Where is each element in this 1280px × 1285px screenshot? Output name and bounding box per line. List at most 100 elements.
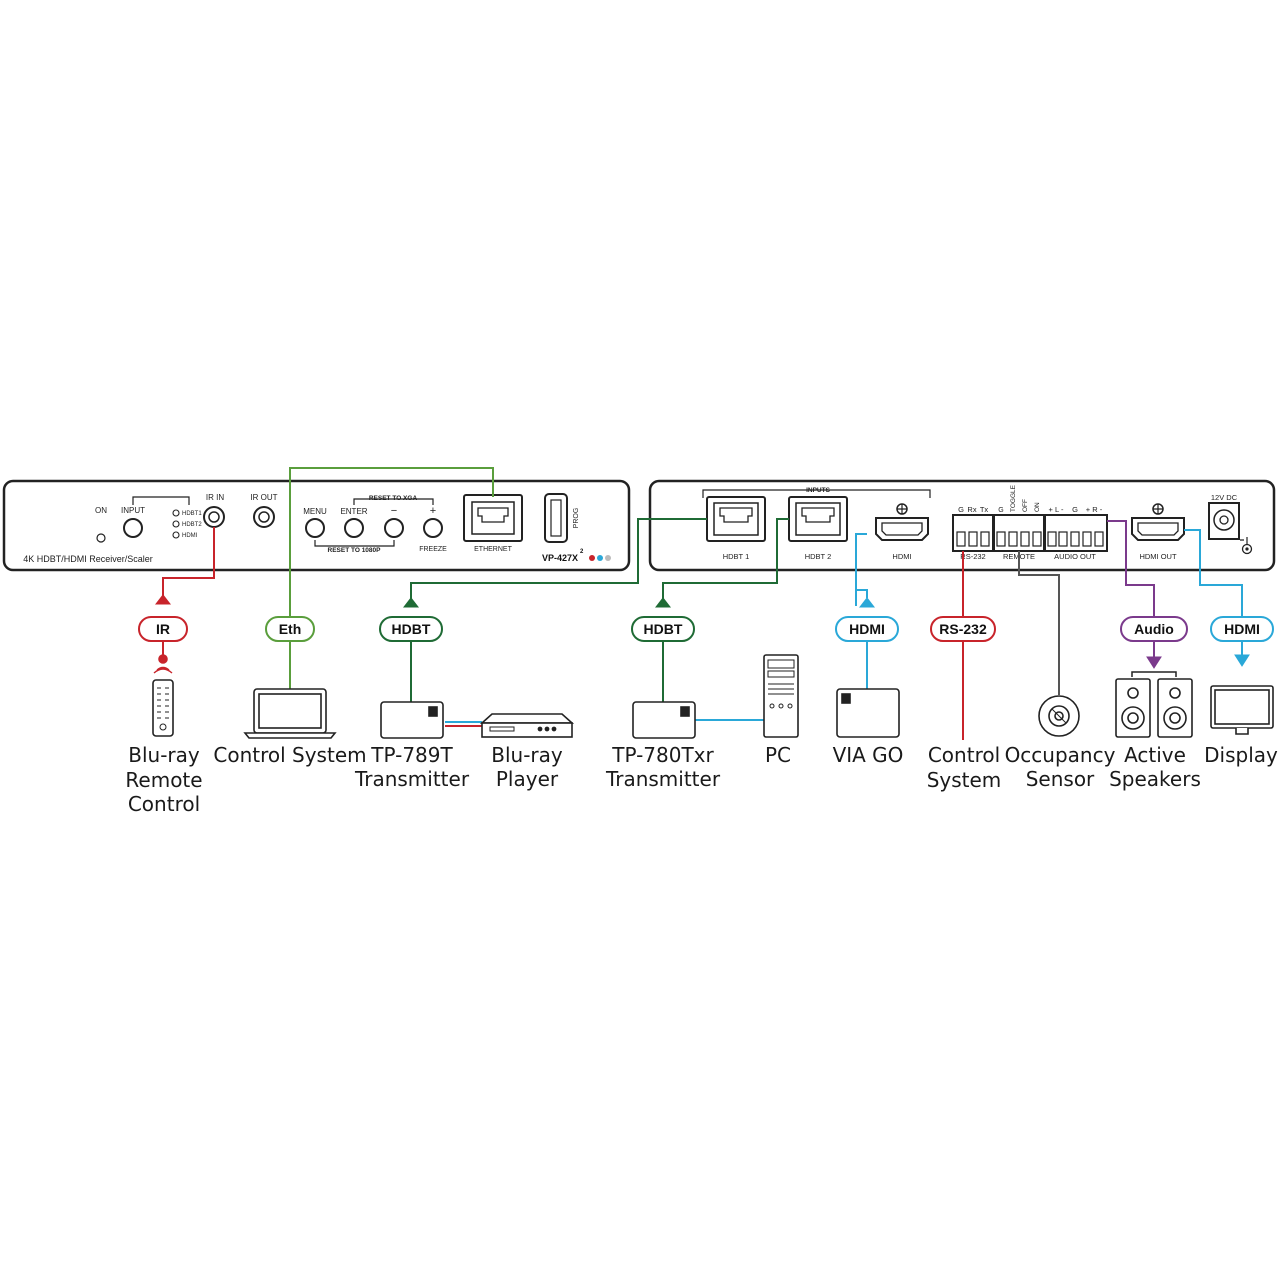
on-label: ON xyxy=(95,506,107,515)
device-label-tp780txr-1: TP-780Txr xyxy=(611,743,714,767)
audio-cable xyxy=(1107,520,1155,616)
bluray-tray xyxy=(489,726,515,732)
device-labels: Blu-ray Remote Control Control System TP… xyxy=(125,743,1278,816)
audio-term-3 xyxy=(1070,531,1080,547)
device-label-via-go: VIA GO xyxy=(833,743,904,767)
speaker-left-cone xyxy=(1127,712,1139,724)
polarity-dot xyxy=(1245,547,1249,551)
hdbt1-label: HDBT 1 xyxy=(723,552,750,561)
tag-hdbt-2-pill xyxy=(631,616,695,642)
ethernet-label: ETHERNET xyxy=(474,546,512,553)
ir-emitter-dot xyxy=(158,654,168,664)
minus-label: − xyxy=(391,505,397,517)
remote-term-2 xyxy=(1008,531,1018,547)
tag-hdmi-in: HDMI xyxy=(835,616,899,642)
pc-tower-icon xyxy=(763,654,799,738)
pc-vents xyxy=(768,683,794,695)
audio-pin-right: + R - xyxy=(1086,505,1103,514)
ir-in-jack-inner xyxy=(208,511,220,523)
tags: IR Eth HDBT HDBT HDMI RS-232 Audio HDMI xyxy=(138,616,1274,642)
pc-led-3 xyxy=(787,703,793,709)
menu-button[interactable] xyxy=(305,518,325,538)
hdbt1-port-socket xyxy=(719,507,753,523)
polarity-marks xyxy=(1240,537,1248,544)
device-label-display: Display xyxy=(1204,743,1278,767)
audio-pin-left: + L - xyxy=(1049,505,1064,514)
tag-eth-label: Eth xyxy=(279,621,302,637)
remote-term-4 xyxy=(1032,531,1042,547)
inputs-label: INPUTS xyxy=(806,487,831,494)
ir-in-label: IR IN xyxy=(206,493,224,502)
speaker-link-bracket xyxy=(1131,671,1177,677)
hdmi-led-icon xyxy=(172,531,180,539)
cables xyxy=(154,467,1250,740)
device-label-bluray-player-2: Player xyxy=(496,767,559,791)
remote-term-1 xyxy=(996,531,1006,547)
reset-xga-bracket xyxy=(353,498,434,505)
bluray-top xyxy=(479,713,575,724)
hdbt2-port-socket xyxy=(801,507,835,523)
usb-prog-port-inner xyxy=(550,499,562,537)
minus-button[interactable] xyxy=(384,518,404,538)
tag-eth-pill xyxy=(265,616,315,642)
device-label-active-speakers-2: Speakers xyxy=(1109,767,1201,791)
remote-buttons xyxy=(157,687,169,731)
input-button[interactable] xyxy=(123,518,143,538)
tag-audio-label: Audio xyxy=(1134,621,1174,637)
via-go-logo-icon xyxy=(841,693,851,704)
tp789t-transmitter-icon xyxy=(380,701,444,739)
reset-xga-label: RESET TO XGA xyxy=(369,495,418,502)
eth-cable xyxy=(289,467,494,689)
device-label-bluray-remote-1: Blu-ray xyxy=(128,743,200,767)
tag-audio: Audio xyxy=(1120,616,1188,642)
on-led-icon xyxy=(96,533,106,543)
hdmi-in-arrow-icon xyxy=(858,597,876,608)
enter-button[interactable] xyxy=(344,518,364,538)
remote-pin-g: G xyxy=(998,507,1003,514)
freeze-label: FREEZE xyxy=(419,546,447,553)
tag-hdmi-out: HDMI xyxy=(1210,616,1274,642)
display-stand xyxy=(1235,728,1249,735)
tag-hdbt-1-label: HDBT xyxy=(392,621,431,637)
plus-button[interactable] xyxy=(423,518,443,538)
speaker-right-tweeter xyxy=(1169,687,1181,699)
hdmi-out-arrow-icon xyxy=(1234,654,1250,667)
hdbt1-led-icon xyxy=(172,509,180,517)
audio-term-2 xyxy=(1058,531,1068,547)
laptop-icon xyxy=(243,688,337,739)
tp789t-logo-icon xyxy=(428,706,438,717)
reset-1080p-bracket xyxy=(314,540,395,547)
model-superscript: 2 xyxy=(580,549,584,555)
menu-label: MENU xyxy=(303,507,327,516)
input-bracket xyxy=(132,496,190,505)
ir-cable xyxy=(162,527,215,604)
hdbt2-led-icon xyxy=(172,520,180,528)
remote-term-3 xyxy=(1020,531,1030,547)
tag-hdbt-2-label: HDBT xyxy=(644,621,683,637)
rs232-term-3 xyxy=(980,531,990,547)
via-go-icon xyxy=(836,688,900,738)
remote-control-icon xyxy=(152,654,174,737)
tag-hdbt-1: HDBT xyxy=(379,616,443,642)
tag-hdmi-out-label: HDMI xyxy=(1224,621,1260,637)
device-label-tp789t-1: TP-789T xyxy=(370,743,453,767)
tag-hdmi-in-label: HDMI xyxy=(849,621,885,637)
tag-audio-pill xyxy=(1120,616,1188,642)
power-jack-pin xyxy=(1219,515,1229,525)
tag-hdmi-in-pill xyxy=(835,616,899,642)
via-go-body xyxy=(836,688,900,738)
reset-1080p-label: RESET TO 1080P xyxy=(328,547,382,554)
rs232-term-1 xyxy=(956,531,966,547)
front-panel: 4K HDBT/HDMI Receiver/Scaler ON INPUT HD… xyxy=(2,479,631,572)
tag-rs232-label: RS-232 xyxy=(939,621,987,637)
tp789t-body xyxy=(380,701,444,739)
tag-rs232: RS-232 xyxy=(930,616,996,642)
hdmi-in-cable-join xyxy=(855,570,868,598)
occupancy-sensor-icon xyxy=(1038,695,1080,737)
remote-nav-button xyxy=(159,723,167,731)
ir-signal-waves xyxy=(153,666,173,674)
brand-dot-red-icon xyxy=(589,555,595,561)
remote-pin-off: OFF xyxy=(1022,499,1029,512)
